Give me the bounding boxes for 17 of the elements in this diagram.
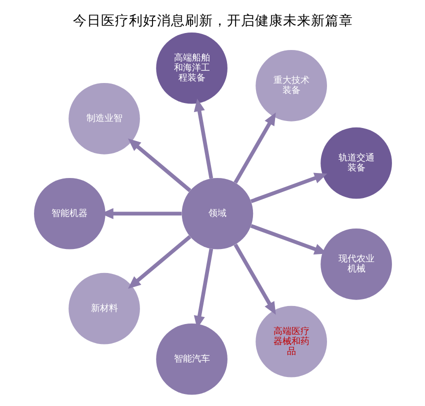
node-circle: 领域: [181, 178, 253, 250]
arrow: [127, 235, 191, 289]
node-circle: 重大技术装备: [255, 50, 326, 122]
arrow: [233, 244, 276, 315]
node-circle: 智能汽车: [156, 323, 227, 395]
arrow: [193, 98, 213, 179]
arrow: [233, 112, 276, 184]
node-circle: 现代农业机械: [320, 228, 392, 300]
node-circle: 轨道交通装备: [320, 127, 392, 199]
node-circle: 高端医疗器械和药品: [255, 306, 326, 378]
node-circle: 制造业智: [68, 82, 140, 154]
arrow: [127, 138, 191, 192]
node-circle: 高端船舶和海洋工程装备: [156, 32, 227, 104]
diagram-title: 今日医疗利好消息刷新，开启健康未来新篇章: [72, 13, 352, 30]
node-circle: 新材料: [68, 272, 140, 344]
arrow: [250, 172, 327, 204]
node-circle: 智能机器: [34, 178, 105, 250]
